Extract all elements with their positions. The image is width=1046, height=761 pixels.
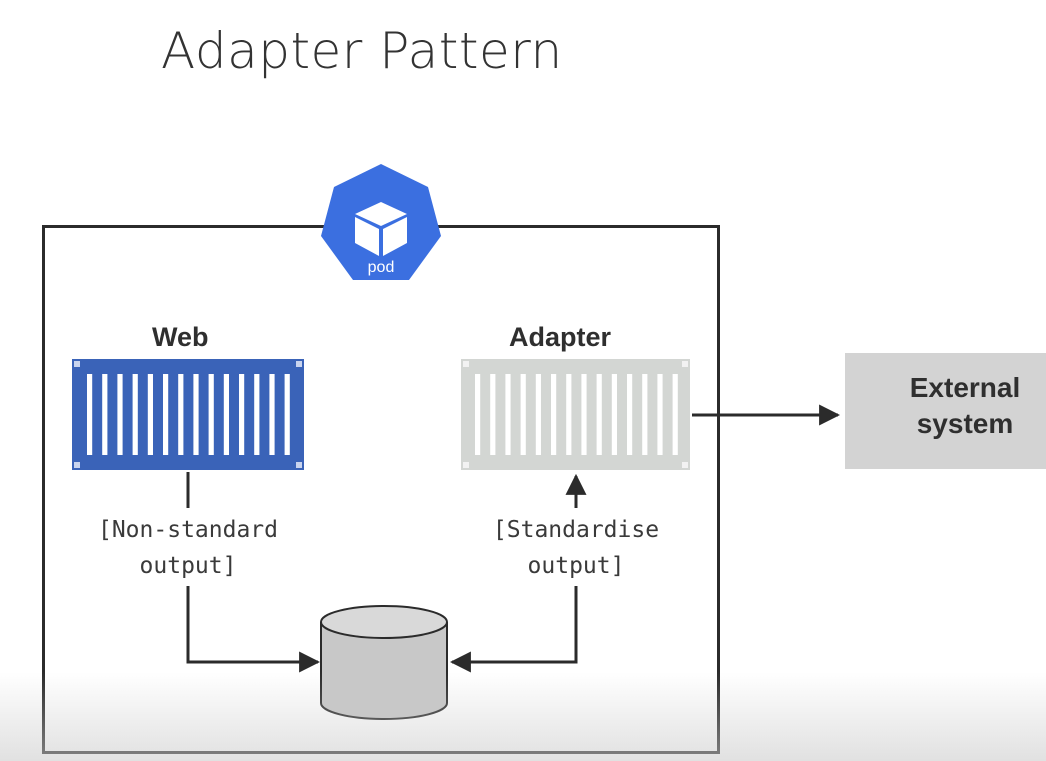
- adapter-container-icon: [461, 359, 690, 470]
- container-slat: [596, 374, 602, 455]
- web-to-storage-arrow: [186, 586, 321, 673]
- container-slat: [223, 374, 229, 455]
- container-slat: [254, 374, 260, 455]
- container-slat: [627, 374, 633, 455]
- container-slat: [505, 374, 511, 455]
- pod-label: pod: [367, 259, 395, 276]
- web-container-icon: [72, 359, 304, 470]
- container-slat: [551, 374, 557, 455]
- container-slat: [208, 374, 214, 455]
- slide-title: Adapter Pattern: [161, 22, 563, 80]
- storage-to-adapter-arrow: [449, 586, 578, 673]
- container-slat: [581, 374, 587, 455]
- adapter-label: Adapter: [509, 322, 612, 352]
- container-slat: [611, 374, 617, 455]
- adapter-output-line1: [Standardise: [492, 517, 660, 543]
- container-slat: [163, 374, 169, 455]
- adapter-output-label: [Standardise output]: [456, 512, 696, 584]
- container-slat: [132, 374, 138, 455]
- container-slat: [566, 374, 572, 455]
- adapter-output-line2: output]: [527, 553, 625, 579]
- container-slat: [657, 374, 663, 455]
- container-slat: [490, 374, 496, 455]
- external-system-label: External system: [880, 370, 1046, 442]
- container-slat: [284, 374, 290, 455]
- container-slat: [178, 374, 184, 455]
- container-slat: [269, 374, 275, 455]
- storage-cylinder-icon: [320, 605, 448, 720]
- container-slat: [672, 374, 678, 455]
- container-slat: [642, 374, 648, 455]
- pod-icon: [321, 164, 441, 280]
- external-system-box: [845, 353, 1046, 469]
- external-line1: External: [909, 372, 1021, 403]
- container-slat: [535, 374, 541, 455]
- web-output-line1: [Non-standard: [97, 517, 278, 543]
- container-slat: [193, 374, 199, 455]
- container-slat: [520, 374, 526, 455]
- container-slat: [475, 374, 481, 455]
- web-output-line2: output]: [139, 553, 237, 579]
- container-slat: [102, 374, 108, 455]
- web-output-label: [Non-standard output]: [68, 512, 308, 584]
- web-label: Web: [152, 322, 209, 352]
- container-slat: [87, 374, 93, 455]
- container-slat: [117, 374, 123, 455]
- container-slat: [147, 374, 153, 455]
- container-slat: [239, 374, 245, 455]
- external-line2: system: [916, 408, 1014, 439]
